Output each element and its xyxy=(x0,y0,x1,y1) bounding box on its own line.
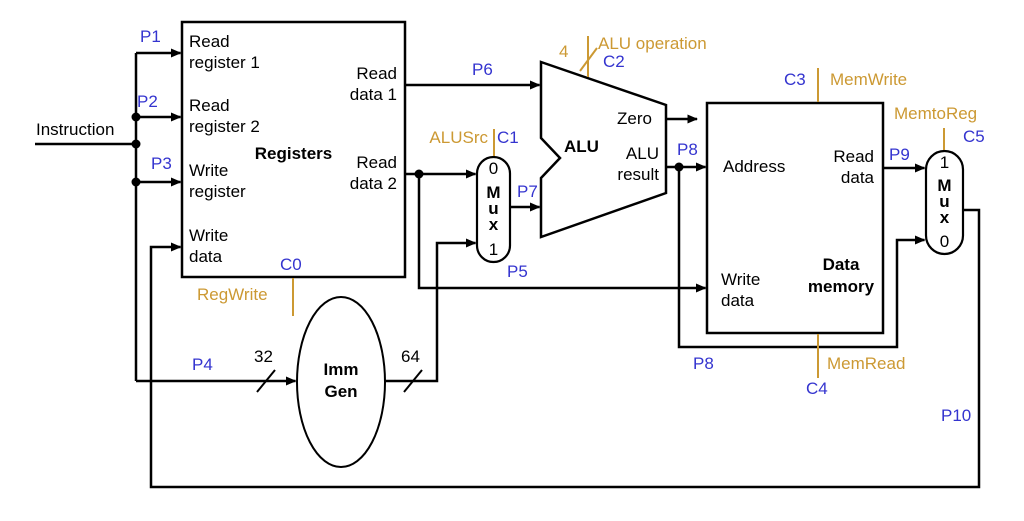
mux-alusrc-shape xyxy=(475,155,512,264)
alu-title: ALU xyxy=(564,137,599,156)
alu-result-label: ALU result xyxy=(617,144,659,184)
label-p9: P9 xyxy=(889,145,910,164)
label-p2: P2 xyxy=(137,92,158,111)
port-read-data-1: Read data 1 xyxy=(349,64,397,104)
junction-dot-p2 xyxy=(131,112,141,122)
mux-alusrc-label: M u x xyxy=(486,183,501,234)
junction-dot-instruction xyxy=(131,139,141,149)
imm-gen-title: Imm Gen xyxy=(323,360,359,401)
wire-p10-writeback xyxy=(149,208,981,489)
mux-alusrc: 0 M u x 1 xyxy=(477,157,510,262)
label-memread: MemRead xyxy=(827,354,906,373)
port-read-register-2: Read register 2 xyxy=(189,96,260,136)
label-alu-operation-width: 4 xyxy=(559,42,569,61)
label-alusrc: ALUSrc xyxy=(429,128,488,147)
label-c2: C2 xyxy=(603,52,625,71)
label-memtoreg: MemtoReg xyxy=(894,104,978,123)
data-memory-block xyxy=(705,101,885,335)
mux-memtoreg: 1 M u x 0 xyxy=(926,151,963,254)
imm-gen-shape xyxy=(296,296,386,468)
junction-dot-p3 xyxy=(131,177,141,187)
mux-alusrc-input-1: 1 xyxy=(488,240,499,259)
registers-title: Registers xyxy=(254,144,333,163)
mux-memtoreg-input-1: 1 xyxy=(939,153,950,172)
bus-slash-64 xyxy=(403,369,423,393)
port-write-data: Write data xyxy=(189,226,229,266)
mux-memtoreg-shape xyxy=(924,149,965,256)
port-address: Address xyxy=(723,157,786,176)
port-dm-write-data: Write data xyxy=(721,270,761,310)
mux-alusrc-input-0: 0 xyxy=(488,159,499,178)
mux-memtoreg-input-0: 0 xyxy=(939,232,950,251)
label-c4: C4 xyxy=(806,379,828,398)
label-regwrite: RegWrite xyxy=(197,285,268,304)
bus-width-32-label: 32 xyxy=(254,347,273,366)
alu-zero-label: Zero xyxy=(617,109,652,128)
label-p8-lower: P8 xyxy=(693,354,714,373)
label-alu-operation: ALU operation xyxy=(598,34,707,53)
label-c3: C3 xyxy=(784,70,806,89)
alu-shape xyxy=(539,60,668,239)
port-read-data-2: Read data 2 xyxy=(349,153,397,193)
port-write-register: Write register xyxy=(189,161,246,201)
label-p5: P5 xyxy=(507,262,528,281)
mux-memtoreg-label: M u x xyxy=(937,176,952,227)
label-c0: C0 xyxy=(280,255,302,274)
instruction-label: Instruction xyxy=(36,120,115,139)
port-read-register-1: Read register 1 xyxy=(189,32,260,72)
label-memwrite: MemWrite xyxy=(830,70,908,89)
wire-p8-bypass xyxy=(677,167,926,349)
label-p10: P10 xyxy=(941,406,972,425)
port-dm-read-data: Read data xyxy=(833,147,874,187)
bus-slash-alu-operation xyxy=(579,47,598,72)
bus-slash-32 xyxy=(256,369,276,393)
label-p4: P4 xyxy=(192,355,213,374)
label-p1: P1 xyxy=(140,27,161,46)
label-p3: P3 xyxy=(151,154,172,173)
label-p7: P7 xyxy=(517,182,538,201)
wire-p5 xyxy=(417,174,707,293)
junction-dot-read-data-2 xyxy=(414,169,424,179)
label-p6: P6 xyxy=(472,60,493,79)
wire-imm-out xyxy=(385,238,477,383)
label-c5: C5 xyxy=(963,127,985,146)
junction-dot-alu-result xyxy=(674,162,684,172)
label-p8: P8 xyxy=(677,140,698,159)
registers-block xyxy=(180,20,407,279)
bus-width-64-label: 64 xyxy=(401,347,420,366)
data-memory-title: Data memory xyxy=(807,255,875,296)
label-c1: C1 xyxy=(497,128,519,147)
